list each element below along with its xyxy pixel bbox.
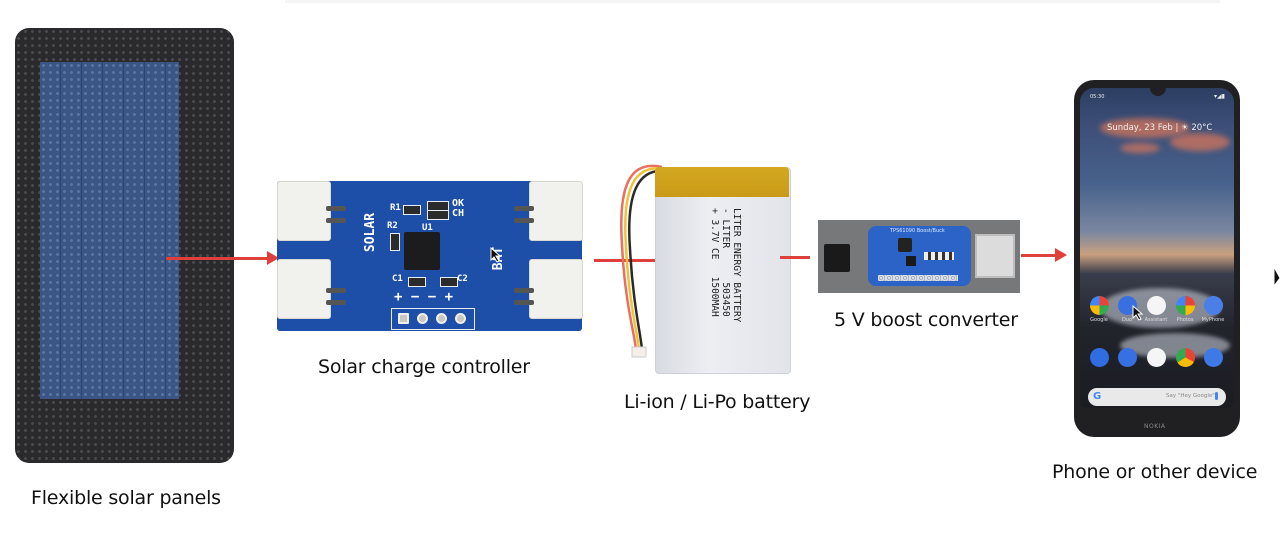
- charge-controller-board-image: SOLAR BAT R1 R2 OK CH U1 C1 C2 + − − +: [277, 181, 583, 331]
- app-label: Assistant: [1144, 317, 1168, 323]
- boost-converter-board: TPS61090 Boost/Buck: [868, 226, 971, 286]
- mouse-cursor-icon: [490, 247, 502, 263]
- screw-terminal: [824, 244, 850, 272]
- top-divider: [285, 0, 1220, 3]
- solar-connector-bottom: [277, 259, 346, 319]
- bat-connector-top: [514, 181, 583, 241]
- app-label: Google: [1090, 317, 1108, 323]
- app-duo-icon[interactable]: [1118, 296, 1137, 315]
- mouse-cursor-icon: [1273, 266, 1280, 288]
- inductor: [898, 238, 912, 252]
- google-g-icon: G: [1093, 391, 1102, 402]
- resistor-r1: [403, 205, 421, 215]
- phone-date-weather: Sunday, 23 Feb | ☀ 20°C: [1107, 123, 1213, 133]
- arrow-head-1-icon: [267, 251, 279, 265]
- app-assistant-icon[interactable]: [1147, 296, 1166, 315]
- phone-brand: NOKIA: [1144, 423, 1166, 430]
- app-myphone-icon[interactable]: [1204, 296, 1223, 315]
- led-ch: [427, 210, 449, 220]
- solar-connector-top: [277, 181, 346, 241]
- app-play-store-icon[interactable]: [1147, 348, 1166, 367]
- capacitor-c1: [408, 277, 426, 287]
- battery-label-line-1: LITER ENERGY BATTERY: [731, 208, 742, 323]
- u1-label: U1: [422, 223, 433, 233]
- battery-label-line-2: - LITER 503450: [720, 208, 731, 317]
- app-messages-icon[interactable]: [1118, 348, 1137, 367]
- mouse-cursor-icon: [1132, 305, 1144, 321]
- app-phone-icon[interactable]: [1090, 348, 1109, 367]
- phone-screen: 05:30 ▾◢▮ Sunday, 23 Feb | ☀ 20°C Google…: [1080, 88, 1234, 408]
- usb-a-port: [975, 234, 1015, 278]
- battery-label-line-3: + 3.7V CE 1500MAH: [709, 208, 720, 317]
- flow-arrow-2: [594, 259, 695, 262]
- app-label: MyPhone: [1201, 317, 1225, 323]
- smd-row: [924, 252, 954, 260]
- flow-arrow-3: [780, 256, 810, 259]
- phone-caption: Phone or other device: [1052, 461, 1258, 483]
- c2-label: C2: [457, 274, 468, 284]
- bat-connector-bottom: [514, 259, 583, 319]
- header-signs: + − − +: [394, 289, 454, 305]
- flow-arrow-4: [1021, 254, 1056, 257]
- boost-converter-caption: 5 V boost converter: [834, 309, 1018, 331]
- app-camera-icon[interactable]: [1204, 348, 1223, 367]
- camera-notch: [1150, 88, 1166, 96]
- capacitor-c2: [440, 277, 458, 287]
- boost-board-title: TPS61090 Boost/Buck: [890, 228, 945, 234]
- arrow-head-4-icon: [1055, 248, 1067, 262]
- charge-controller-caption: Solar charge controller: [318, 356, 530, 378]
- battery-protection-tape: [655, 167, 789, 197]
- pin-holes: [878, 275, 958, 281]
- solar-silkscreen: SOLAR: [363, 212, 379, 253]
- app-google-icon[interactable]: [1090, 296, 1109, 315]
- c1-label: C1: [392, 274, 403, 284]
- phone-time: 05:30: [1090, 94, 1105, 100]
- app-label: Duo: [1121, 317, 1133, 323]
- battery-image: LITER ENERGY BATTERY - LITER 503450 + 3.…: [655, 167, 791, 374]
- status-icons: ▾◢▮: [1214, 93, 1225, 100]
- google-search-bar[interactable]: G Say "Hey Google": [1088, 388, 1226, 406]
- solar-cell-area: [40, 62, 179, 399]
- solar-panel-caption: Flexible solar panels: [31, 487, 221, 509]
- app-photos-icon[interactable]: [1176, 296, 1195, 315]
- battery-caption: Li-ion / Li-Po battery: [624, 391, 811, 413]
- flow-arrow-1: [166, 257, 268, 260]
- led-ok-label: OK: [452, 198, 465, 209]
- app-chrome-icon[interactable]: [1176, 348, 1195, 367]
- charger-ic: [404, 232, 440, 270]
- led-ch-label: CH: [452, 208, 465, 219]
- r1-label: R1: [390, 203, 401, 213]
- microphone-icon: [1215, 392, 1218, 400]
- resistor-r2: [390, 233, 400, 251]
- pin-header: [391, 308, 475, 330]
- battery-label: LITER ENERGY BATTERY - LITER 503450 + 3.…: [709, 208, 742, 322]
- r2-label: R2: [387, 221, 398, 231]
- app-label: Photos: [1176, 317, 1194, 323]
- search-hint: Say "Hey Google": [1166, 393, 1215, 399]
- boost-ic: [906, 256, 916, 266]
- battery-wires: [620, 164, 667, 358]
